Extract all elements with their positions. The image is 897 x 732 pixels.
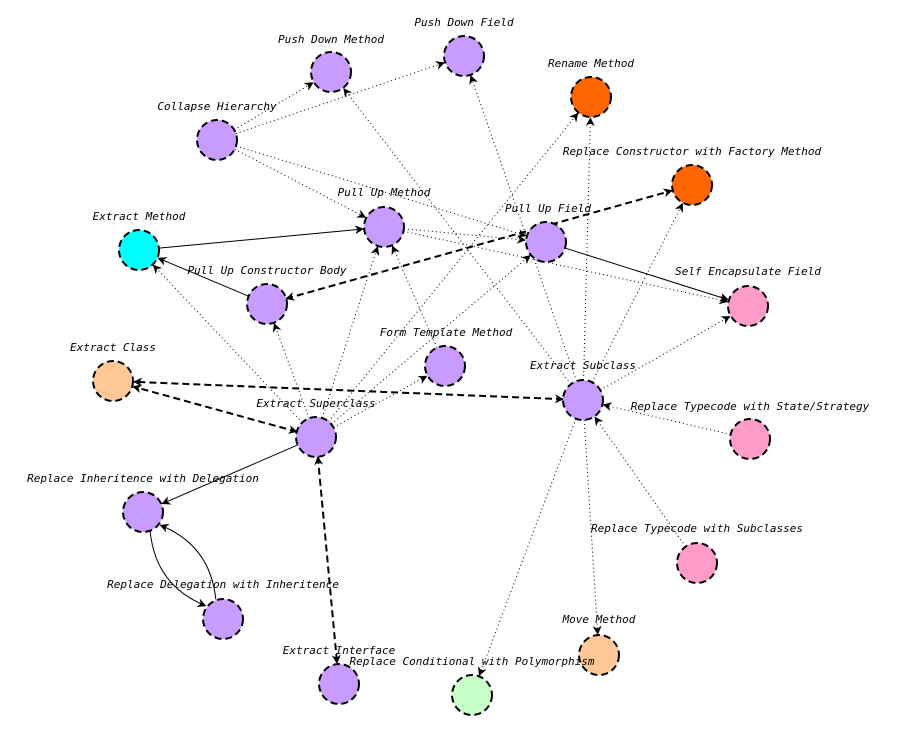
node-label: Pull Up Method (338, 186, 431, 199)
node-circle[interactable] (525, 221, 567, 263)
node-push-down-field[interactable]: Push Down Field (414, 16, 514, 77)
node-label: Pull Up Field (505, 202, 591, 215)
node-circle[interactable] (451, 674, 493, 716)
edge-extract-subclass-to-extract-class (133, 377, 564, 404)
node-label: Self Encapsulate Field (675, 265, 821, 278)
edge-pull-up-method-to-pull-up-field (403, 228, 526, 244)
edge-replace-inheritence-delegation-to-replace-delegation-inheritence (149, 531, 207, 607)
edge-pull-up-constructor-body-to-extract-method (157, 257, 249, 297)
node-circle[interactable] (562, 379, 604, 421)
node-label: Push Down Field (414, 16, 514, 29)
edge-collapse-hierarchy-to-push-down-method (233, 82, 314, 131)
node-label: Form Template Method (380, 326, 513, 339)
edge-collapse-hierarchy-to-push-down-field (235, 61, 445, 135)
edge-pull-up-method-to-self-encapsulate-field (403, 230, 729, 305)
edge-extract-subclass-to-replace-constructor (591, 202, 683, 383)
node-label: Rename Method (548, 57, 634, 70)
node-replace-typecode-state[interactable]: Replace Typecode with State/Strategy (631, 400, 870, 460)
node-replace-delegation-inheritence[interactable]: Replace Delegation with Inheritence (107, 578, 339, 640)
node-circle[interactable] (671, 164, 713, 206)
node-label: Replace Typecode with Subclasses (591, 522, 803, 535)
node-label: Replace Conditional with Polymorphism (349, 655, 594, 668)
node-circle[interactable] (676, 542, 718, 584)
node-circle[interactable] (443, 35, 485, 77)
node-label: Extract Interface (283, 644, 396, 657)
edge-extract-subclass-to-self-encapsulate-field (600, 315, 731, 391)
node-circle[interactable] (122, 491, 164, 533)
edge-extract-subclass-to-replace-conditional (478, 418, 577, 677)
edge-replace-delegation-inheritence-to-replace-inheritence-delegation (159, 524, 217, 600)
node-rename-method[interactable]: Rename Method (548, 57, 634, 118)
node-replace-constructor[interactable]: Replace Constructor with Factory Method (563, 145, 822, 206)
node-label: Push Down Method (278, 33, 384, 46)
edge-replace-typecode-state-to-extract-subclass (602, 402, 731, 435)
node-pull-up-method[interactable]: Pull Up Method (338, 186, 431, 248)
node-label: Replace Inheritence with Delegation (27, 472, 259, 485)
node-circle[interactable] (729, 418, 771, 460)
node-label: Replace Constructor with Factory Method (563, 145, 822, 158)
node-replace-conditional[interactable]: Replace Conditional with Polymorphism (349, 655, 595, 716)
node-circle[interactable] (295, 416, 337, 458)
node-pull-up-field[interactable]: Pull Up Field (505, 202, 591, 263)
node-circle[interactable] (363, 206, 405, 248)
node-extract-class[interactable]: Extract Class (70, 341, 156, 402)
edge-extract-superclass-to-replace-inheritence-delegation (161, 444, 298, 505)
edge-extract-superclass-to-extract-interface (314, 456, 341, 664)
node-circle[interactable] (727, 285, 769, 327)
edge-form-template-method-to-pull-up-method (391, 245, 438, 348)
node-collapse-hierarchy[interactable]: Collapse Hierarchy (157, 100, 277, 161)
node-circle[interactable] (202, 598, 244, 640)
node-circle[interactable] (578, 634, 620, 676)
edge-extract-superclass-to-extract-class (132, 384, 298, 434)
node-circle[interactable] (118, 229, 160, 271)
node-pull-up-constructor-body[interactable]: Pull Up Constructor Body (188, 264, 347, 325)
node-push-down-method[interactable]: Push Down Method (278, 33, 384, 93)
node-extract-superclass[interactable]: Extract Superclass (256, 397, 376, 458)
node-replace-typecode-subclasses[interactable]: Replace Typecode with Subclasses (591, 522, 803, 584)
node-self-encapsulate-field[interactable]: Self Encapsulate Field (675, 265, 821, 327)
edge-collapse-hierarchy-to-pull-up-method (234, 148, 367, 218)
node-label: Replace Typecode with State/Strategy (631, 400, 870, 413)
node-move-method[interactable]: Move Method (562, 613, 636, 676)
edge-extract-method-to-pull-up-method (158, 225, 364, 249)
node-label: Extract Subclass (530, 359, 636, 372)
node-circle[interactable] (310, 51, 352, 93)
node-replace-inheritence-delegation[interactable]: Replace Inheritence with Delegation (27, 472, 259, 533)
node-circle[interactable] (92, 360, 134, 402)
node-label: Extract Superclass (256, 397, 375, 410)
edge-layer (132, 61, 731, 677)
node-label: Replace Delegation with Inheritence (107, 578, 339, 591)
node-extract-interface[interactable]: Extract Interface (283, 644, 396, 705)
node-circle[interactable] (318, 663, 360, 705)
node-label: Collapse Hierarchy (157, 100, 277, 113)
node-extract-method[interactable]: Extract Method (93, 210, 186, 271)
node-circle[interactable] (570, 76, 612, 118)
node-label: Extract Class (70, 341, 156, 354)
node-form-template-method[interactable]: Form Template Method (380, 326, 513, 387)
node-label: Extract Method (93, 210, 186, 223)
node-extract-subclass[interactable]: Extract Subclass (530, 359, 636, 421)
node-label: Pull Up Constructor Body (188, 264, 347, 277)
node-label: Move Method (562, 613, 636, 626)
node-circle[interactable] (196, 119, 238, 161)
edge-pull-up-constructor-body-to-replace-constructor (285, 188, 673, 301)
node-circle[interactable] (246, 283, 288, 325)
node-circle[interactable] (424, 345, 466, 387)
